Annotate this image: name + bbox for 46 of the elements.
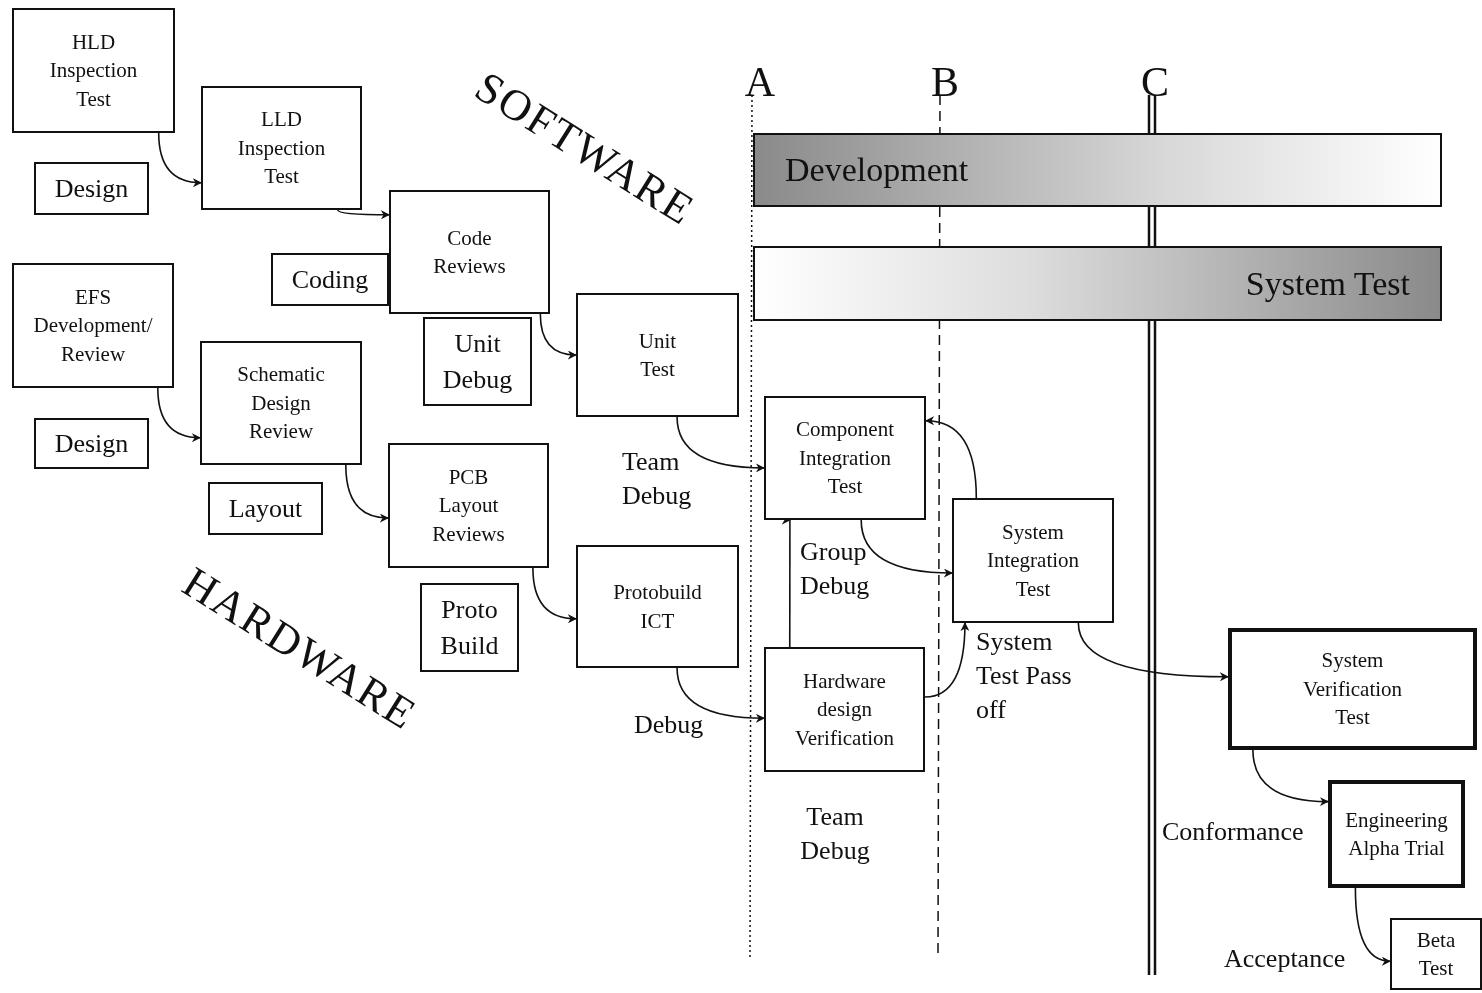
phase-bar: Development (753, 133, 1442, 207)
arrow (532, 567, 577, 623)
process-box: Beta Test (1390, 918, 1482, 990)
process-box: Component Integration Test (764, 396, 926, 520)
arrow (1252, 749, 1329, 806)
process-box: Engineering Alpha Trial (1328, 780, 1465, 888)
process-box: LLD Inspection Test (201, 86, 362, 210)
edge-label: Team Debug (622, 446, 693, 512)
process-box: System Verification Test (1228, 628, 1477, 750)
arrow (337, 209, 390, 220)
process-box: Hardware design Verification (764, 647, 925, 772)
process-box: Design (34, 418, 149, 469)
arrow (1354, 887, 1391, 965)
arrow (1077, 622, 1229, 682)
arrow (157, 132, 202, 187)
edge-label: Conformance (1162, 816, 1305, 848)
arrow (539, 313, 577, 360)
process-box: Design (34, 162, 149, 215)
edge-label: Acceptance (1224, 943, 1347, 975)
process-box: Proto Build (420, 583, 519, 672)
note-text: Team Debug (799, 801, 871, 867)
arrow (676, 416, 765, 473)
edge-label: Group Debug (800, 536, 871, 602)
phase-bar: System Test (753, 246, 1442, 321)
arrow (345, 464, 389, 523)
arrow (924, 622, 970, 698)
process-box: HLD Inspection Test (12, 8, 175, 133)
process-box: Code Reviews (389, 190, 550, 314)
edge-label: Debug (634, 709, 705, 741)
process-box: Layout (208, 482, 323, 535)
milestone-letter: B (930, 58, 960, 107)
arrow (925, 416, 978, 499)
edge-label: System Test Pass off (976, 626, 1073, 726)
process-box: Coding (271, 253, 389, 306)
process-box: Schematic Design Review (200, 341, 362, 465)
process-box: Unit Debug (423, 317, 532, 406)
arrow (157, 387, 201, 442)
milestone-letter: A (743, 58, 777, 107)
process-box: EFS Development/ Review (12, 263, 174, 388)
arrow (860, 519, 953, 578)
arrow (676, 667, 765, 723)
process-box: Protobuild ICT (576, 545, 739, 668)
process-box: Unit Test (576, 293, 739, 417)
milestone-letter: C (1140, 58, 1170, 107)
process-box: System Integration Test (952, 498, 1114, 623)
process-box: PCB Layout Reviews (388, 443, 549, 568)
